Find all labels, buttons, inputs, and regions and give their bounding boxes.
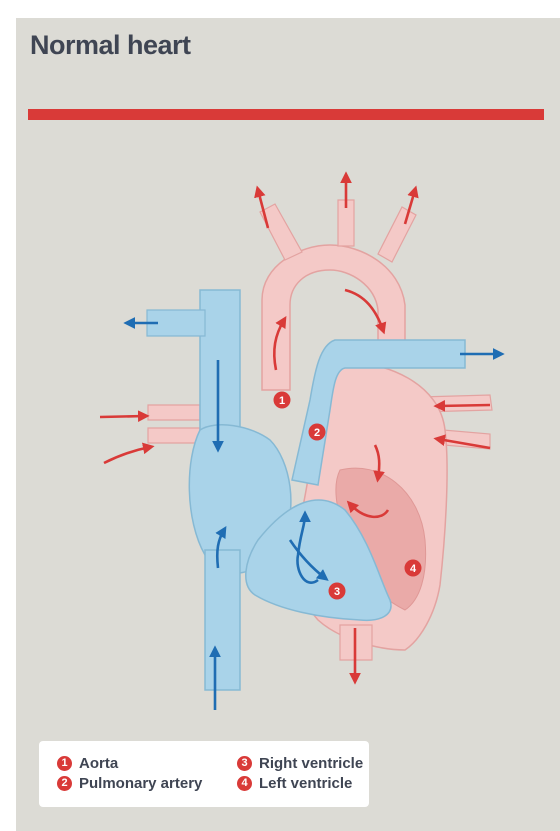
legend: 1 Aorta 2 Pulmonary artery 3 Right ventr… [39, 741, 369, 807]
marker-right-ventricle: 3 [329, 583, 346, 600]
legend-label: Left ventricle [259, 775, 352, 792]
marker-pulmonary-artery: 2 [309, 424, 326, 441]
legend-item-right-ventricle: 3 Right ventricle [237, 755, 363, 772]
legend-number-badge: 1 [57, 756, 72, 771]
legend-number-badge: 3 [237, 756, 252, 771]
svg-text:4: 4 [410, 563, 417, 575]
legend-number-badge: 4 [237, 776, 252, 791]
svg-text:3: 3 [334, 586, 340, 598]
legend-item-left-ventricle: 4 Left ventricle [237, 775, 352, 792]
legend-item-aorta: 1 Aorta [57, 755, 118, 772]
svg-text:2: 2 [314, 427, 320, 439]
legend-label: Right ventricle [259, 755, 363, 772]
inferior-vena-cava [205, 550, 240, 690]
pulmonary-veins-left [148, 405, 200, 443]
svg-text:1: 1 [279, 395, 285, 407]
marker-aorta: 1 [274, 392, 291, 409]
marker-left-ventricle: 4 [405, 560, 422, 577]
legend-item-pulmonary-artery: 2 Pulmonary artery [57, 775, 202, 792]
legend-label: Aorta [79, 755, 118, 772]
legend-number-badge: 2 [57, 776, 72, 791]
superior-vena-cava [200, 290, 240, 440]
legend-label: Pulmonary artery [79, 775, 202, 792]
